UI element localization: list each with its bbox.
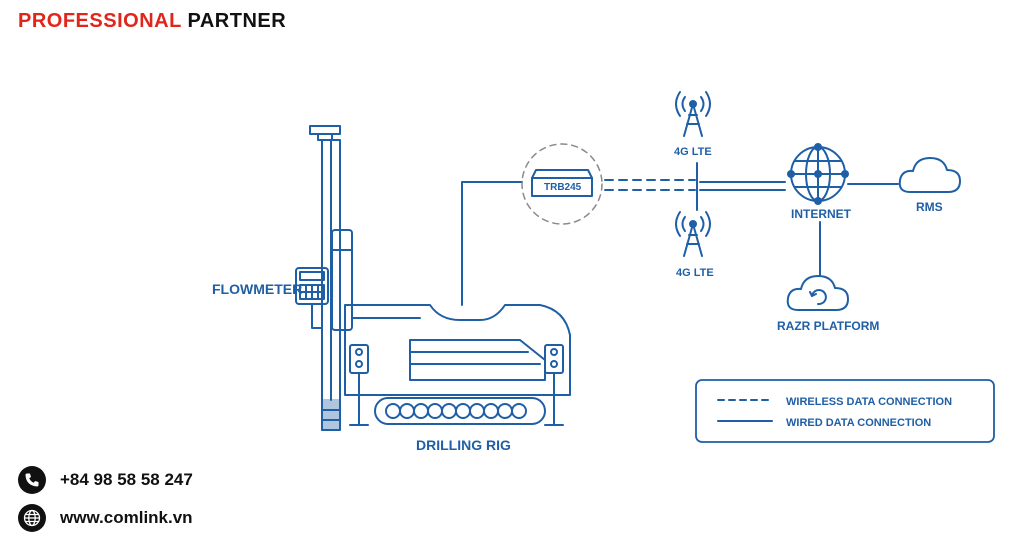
cell-tower-top-icon bbox=[675, 91, 711, 137]
rms-cloud-icon bbox=[898, 157, 961, 193]
phone-icon bbox=[18, 466, 46, 494]
phone-number[interactable]: +84 98 58 58 247 bbox=[60, 470, 193, 489]
wireless-connections bbox=[604, 179, 696, 191]
brand-header: PROFESSIONAL PARTNER bbox=[18, 10, 286, 33]
drilling-rig-label: DRILLING RIG bbox=[416, 437, 511, 453]
lte-top-label: 4G LTE bbox=[674, 146, 712, 158]
contact-phone: +84 98 58 58 247 bbox=[18, 466, 193, 494]
internet-globe-icon bbox=[787, 143, 849, 205]
rms-label: RMS bbox=[916, 200, 943, 214]
cell-tower-bottom-icon bbox=[675, 211, 711, 257]
lte-bottom-label: 4G LTE bbox=[676, 267, 714, 279]
brand-header-professional: PROFESSIONAL bbox=[18, 10, 182, 32]
drilling-rig-icon bbox=[309, 125, 571, 431]
flowmeter-icon bbox=[295, 267, 329, 329]
legend-wired-label: WIRED DATA CONNECTION bbox=[786, 417, 931, 429]
router-label: TRB245 bbox=[544, 182, 582, 193]
globe-icon bbox=[18, 504, 46, 532]
platform-cloud-icon bbox=[786, 275, 849, 311]
contact-website: www.comlink.vn bbox=[18, 504, 193, 532]
brand-header-partner: PARTNER bbox=[187, 10, 287, 32]
website-link[interactable]: www.comlink.vn bbox=[60, 508, 193, 527]
legend-wireless-label: WIRELESS DATA CONNECTION bbox=[786, 396, 952, 408]
internet-label: INTERNET bbox=[791, 207, 852, 221]
legend: WIRELESS DATA CONNECTION WIRED DATA CONN… bbox=[695, 379, 995, 443]
router-icon bbox=[521, 143, 603, 225]
flowmeter-label: FLOWMETER bbox=[212, 281, 302, 297]
platform-label: RAZR PLATFORM bbox=[777, 319, 879, 333]
wired-connections bbox=[461, 162, 899, 306]
